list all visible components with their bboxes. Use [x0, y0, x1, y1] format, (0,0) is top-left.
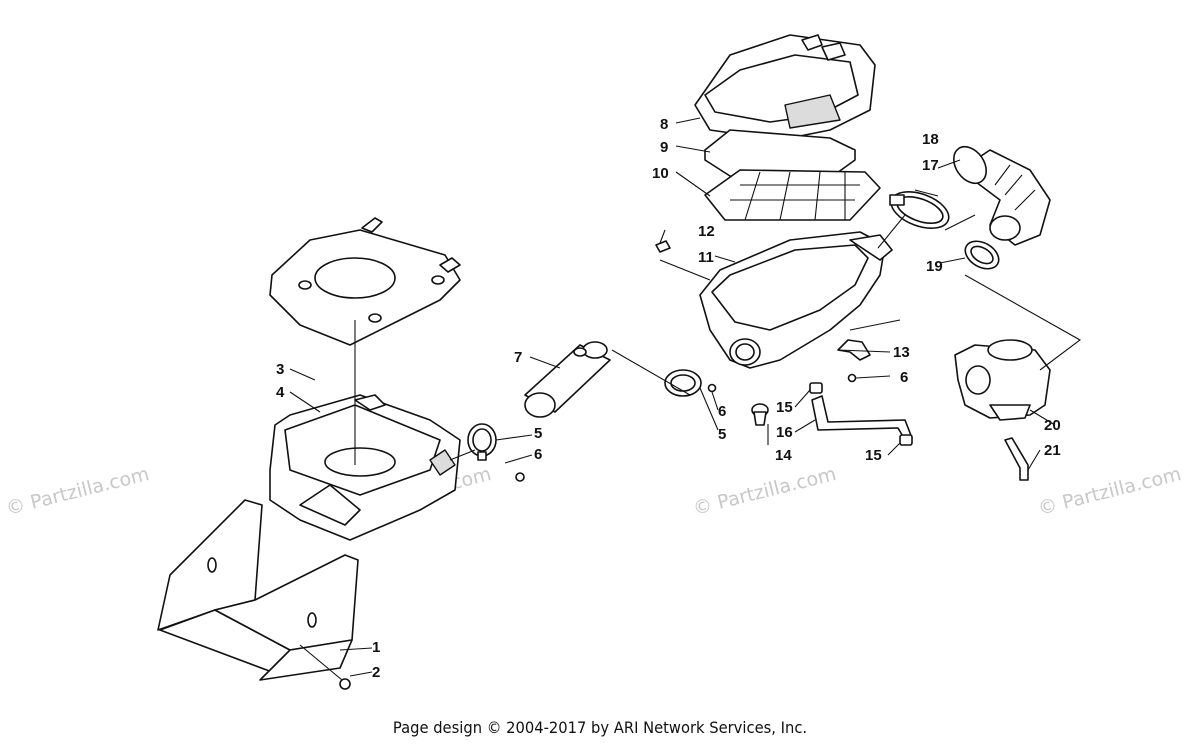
- part-18-intake-boot: [952, 145, 1051, 246]
- callout-3: 3: [276, 361, 284, 378]
- callout-6: 6: [900, 369, 908, 386]
- callout-15: 15: [865, 447, 882, 464]
- callout-7: 7: [514, 349, 522, 366]
- part-21-fuel-hose: [1004, 437, 1029, 481]
- part-8-air-box-lid: [694, 34, 876, 141]
- footer-copyright: Page design © 2004-2017 by ARI Network S…: [392, 718, 808, 737]
- part-15-clamp-lower: [899, 434, 913, 446]
- part-11-air-box-body: [699, 231, 893, 369]
- watermark-text: © Partzilla.com: [1036, 463, 1184, 520]
- part-20-carburetor: [954, 339, 1051, 421]
- callout-4: 4: [276, 384, 285, 401]
- leader-lines: [289, 117, 1082, 681]
- part-3-cover-plate: [269, 217, 461, 346]
- callout-labels: 1 2 3 4 5 6 7 8 9 10 11 12 13 14 15 15 1…: [276, 116, 1061, 681]
- callout-12: 12: [698, 223, 715, 240]
- watermark-text: © Partzilla.com: [691, 463, 839, 520]
- callout-20: 20: [1044, 417, 1061, 434]
- callout-17: 17: [922, 157, 939, 174]
- callout-6: 6: [534, 446, 542, 463]
- part-16-drain-hose: [811, 395, 913, 441]
- callout-6: 6: [718, 403, 726, 420]
- callout-2: 2: [372, 664, 380, 681]
- part-4-air-box-tray: [269, 394, 461, 541]
- callout-18: 18: [922, 131, 939, 148]
- part-5-clamp-left: [467, 423, 497, 461]
- callout-5: 5: [534, 425, 542, 442]
- watermarks: © Partzilla.com © Partzilla.com © Partzi…: [4, 463, 1184, 520]
- part-7-intake-tube: [524, 341, 611, 418]
- part-10-filter-screen: [704, 169, 881, 221]
- callout-15: 15: [776, 399, 793, 416]
- part-12-clip: [655, 240, 671, 253]
- callout-14: 14: [775, 447, 792, 464]
- part-15-clamp-upper: [809, 382, 823, 394]
- part-5-clamp-right: [664, 369, 702, 397]
- callout-8: 8: [660, 116, 668, 133]
- part-6-screw-mid: [707, 383, 717, 393]
- callout-1: 1: [372, 639, 380, 656]
- part-2-screw: [339, 678, 351, 690]
- callout-19: 19: [926, 258, 943, 275]
- watermark-text: © Partzilla.com: [4, 463, 152, 520]
- callout-11: 11: [698, 249, 714, 266]
- part-1-heat-shield: [157, 499, 359, 681]
- part-19-clamp: [964, 240, 1000, 270]
- part-14-drain-valve: [751, 403, 769, 426]
- callout-16: 16: [776, 424, 793, 441]
- part-6-screw-left: [515, 472, 525, 482]
- callout-5: 5: [718, 426, 726, 443]
- callout-21: 21: [1044, 442, 1061, 459]
- callout-13: 13: [893, 344, 910, 361]
- part-13-bracket: [837, 339, 871, 361]
- part-6-screw-right: [847, 373, 857, 383]
- part-17-clamp: [889, 190, 950, 230]
- callout-9: 9: [660, 139, 668, 156]
- callout-10: 10: [652, 165, 669, 182]
